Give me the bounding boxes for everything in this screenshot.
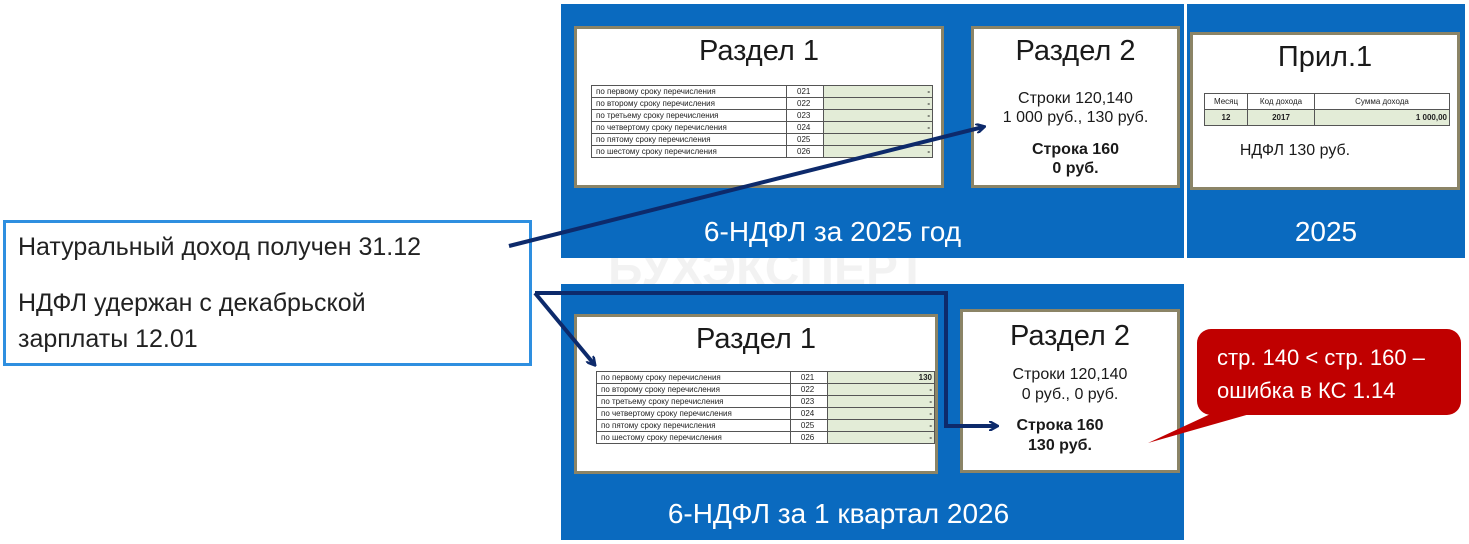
info-income-received: Натуральный доход получен 31.12	[18, 233, 422, 261]
arrow-to-section2-2025	[508, 127, 983, 248]
panel-appendix-2025: Прил.1 Месяц Код дохода Сумма дохода 12 …	[1187, 4, 1465, 258]
section2-line160-value: 0 руб.	[1052, 160, 1099, 177]
row-value: -	[823, 97, 933, 110]
card-section2-2026: Раздел 2 Строки 120,140 0 руб., 0 руб. С…	[960, 309, 1180, 473]
info-box: Натуральный доход получен 31.12 НДФЛ уде…	[3, 220, 532, 366]
row-label: по шестому сроку перечисления	[596, 431, 791, 444]
section2-lines-label: Строки 120,140	[1012, 366, 1128, 383]
info-tax-withheld-date: зарплаты 12.01	[18, 325, 198, 353]
appendix-cell-month: 12	[1204, 109, 1248, 126]
row-code: 026	[789, 431, 828, 444]
section1-title: Раздел 1	[695, 323, 817, 355]
appendix-note: НДФЛ 130 руб.	[1239, 142, 1351, 159]
panel-caption: 2025	[1294, 216, 1358, 247]
row-value: -	[826, 383, 936, 396]
section2-title: Раздел 2	[1009, 320, 1131, 352]
section1-title: Раздел 1	[698, 35, 820, 67]
arrow-to-section1-2026	[533, 291, 594, 364]
panel-caption: 6-НДФЛ за 2025 год	[703, 216, 962, 247]
card-section2-2025: Раздел 2 Строки 120,140 1 000 руб., 130 …	[971, 26, 1180, 188]
appendix-table: Месяц Код дохода Сумма дохода 12 2017 1 …	[1204, 93, 1450, 126]
callout-line1: стр. 140 < стр. 160 –	[1217, 345, 1425, 370]
row-value: -	[826, 419, 936, 432]
appendix-cell-sum: 1 000,00	[1314, 109, 1450, 126]
panel-caption: 6-НДФЛ за 1 квартал 2026	[667, 498, 1010, 529]
section2-lines-values: 0 руб., 0 руб.	[1021, 386, 1119, 403]
callout-line2: ошибка в КС 1.14	[1217, 378, 1396, 403]
section2-title: Раздел 2	[1015, 35, 1136, 67]
section2-lines-values: 1 000 руб., 130 руб.	[1002, 109, 1149, 126]
appendix-cell-code: 2017	[1247, 109, 1315, 126]
row-value: -	[826, 431, 936, 444]
info-tax-withheld: НДФЛ удержан с декабрьской	[18, 289, 366, 317]
row-value: -	[823, 85, 933, 98]
section2-line160-label: Строка 160	[1016, 417, 1104, 434]
arrow-to-section2-2026	[535, 291, 996, 426]
error-callout: стр. 140 < стр. 160 – ошибка в КС 1.14	[1197, 329, 1461, 415]
card-appendix: Прил.1 Месяц Код дохода Сумма дохода 12 …	[1190, 32, 1460, 190]
section2-line160-label: Строка 160	[1032, 141, 1119, 158]
appendix-title: Прил.1	[1277, 41, 1373, 73]
section2-line160-value: 130 руб.	[1028, 437, 1092, 454]
section2-lines-label: Строки 120,140	[1018, 90, 1133, 107]
